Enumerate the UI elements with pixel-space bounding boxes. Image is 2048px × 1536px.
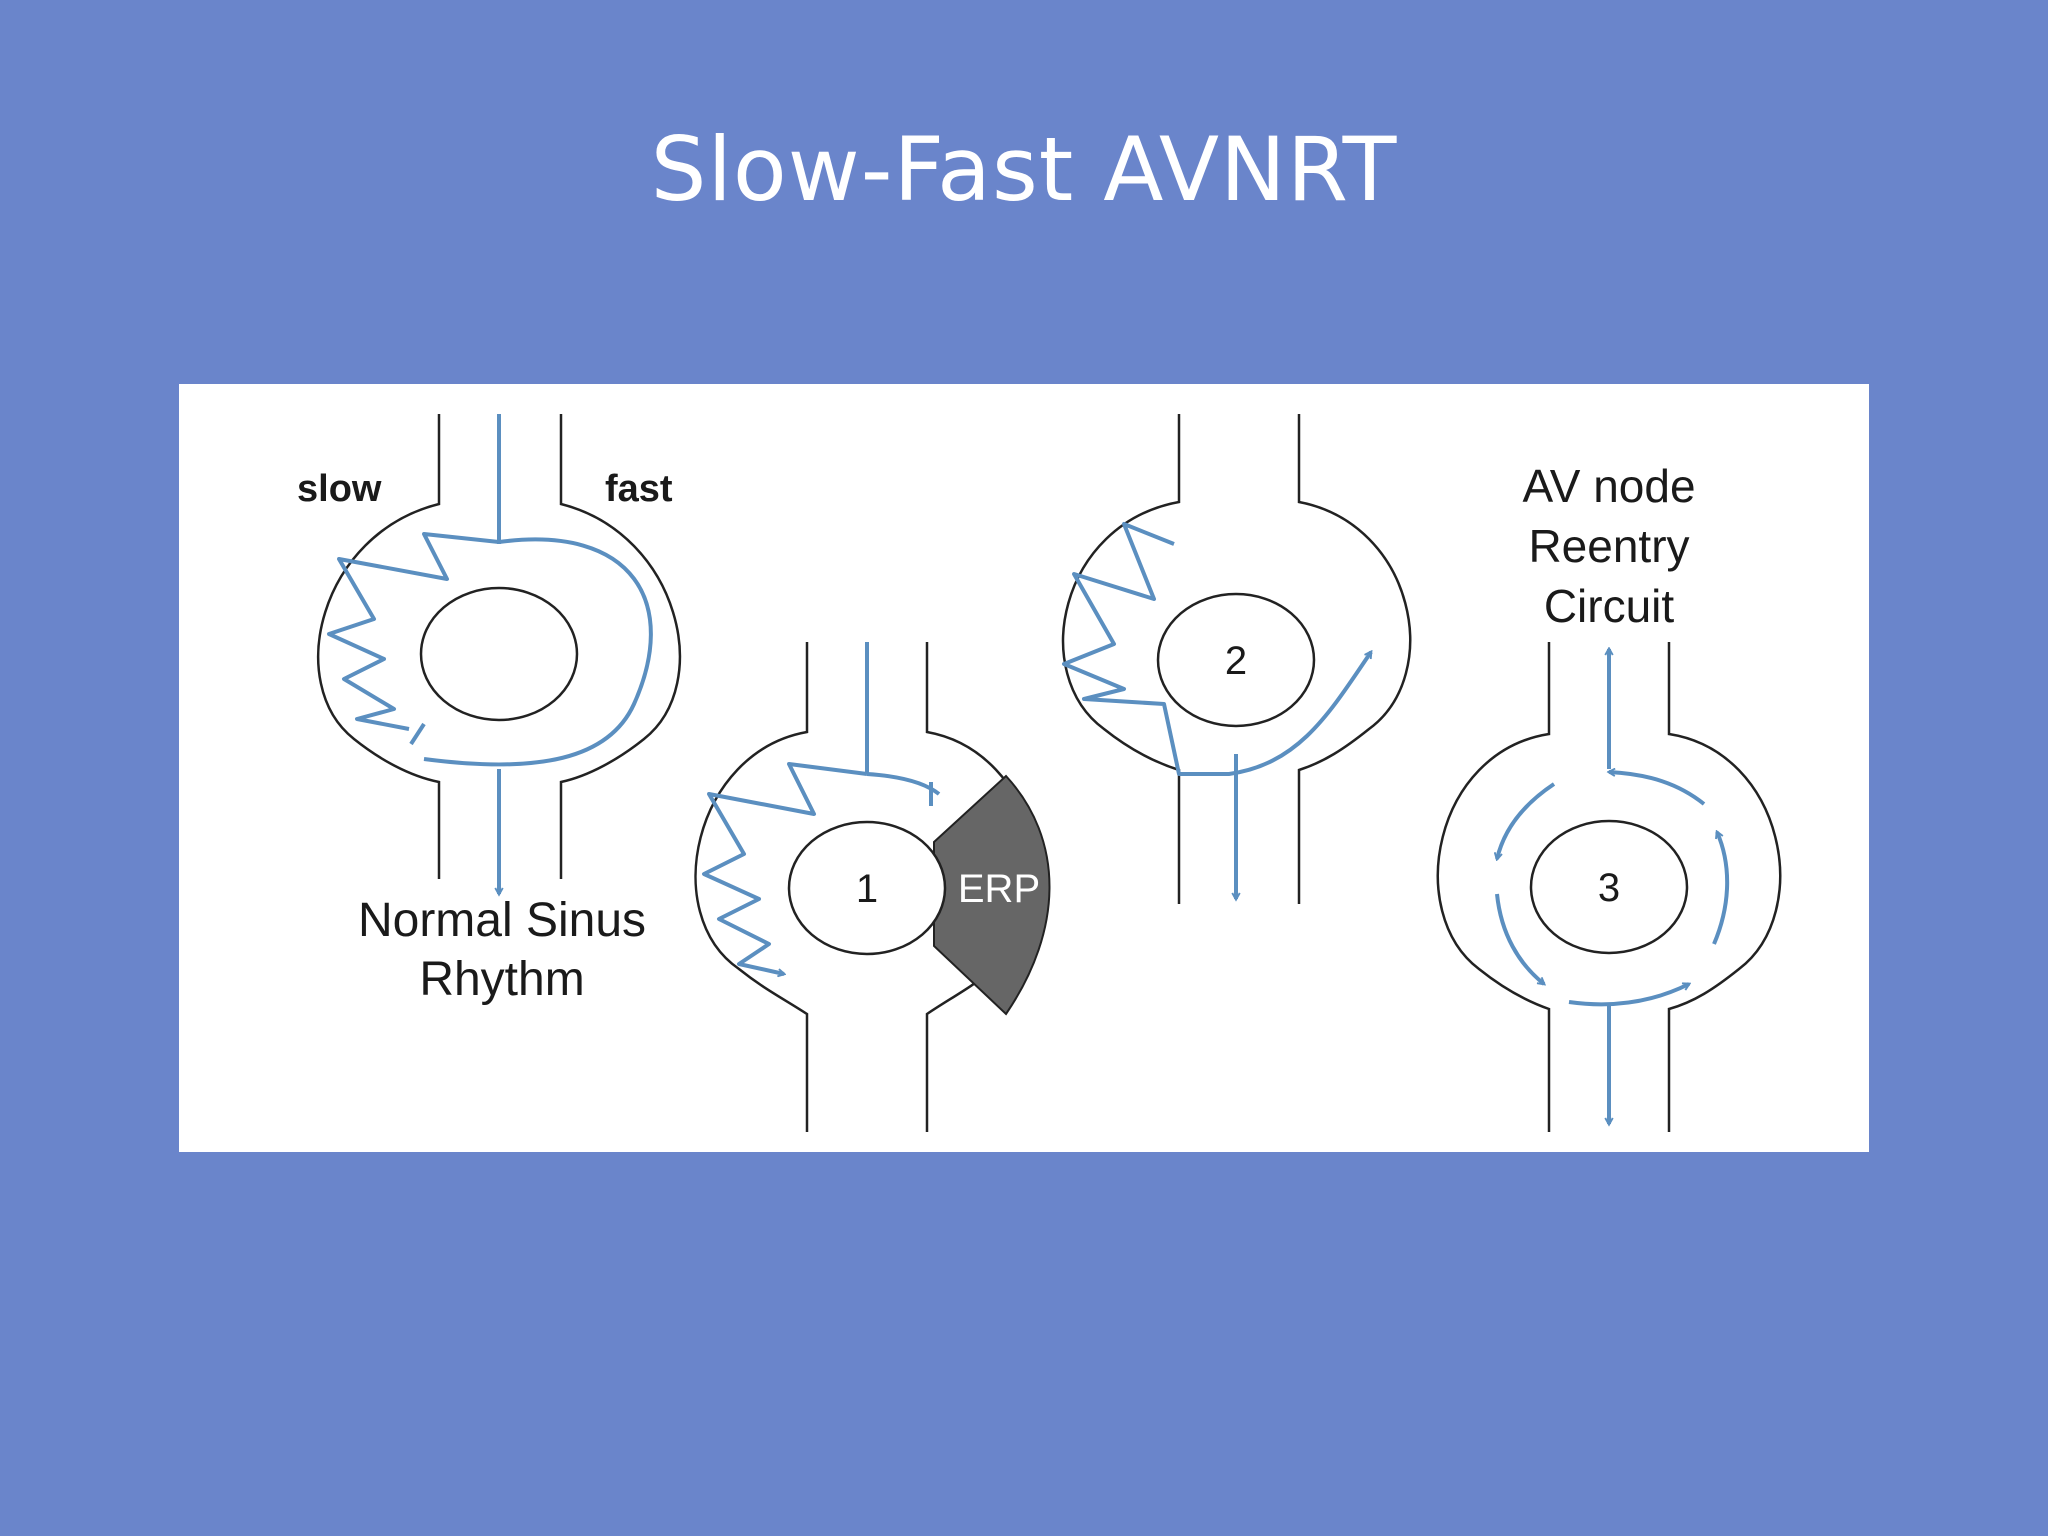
slow-pathway — [702, 762, 868, 974]
avnrt-diagram: slow fast Normal Sinus Rhythm 1 ERP — [297, 414, 1782, 1132]
erp-refractory-region — [933, 774, 1051, 1016]
circuit-arrow-lower-left — [1495, 893, 1544, 984]
slide-title: Slow-Fast AVNRT — [650, 118, 1398, 221]
fast-label: fast — [605, 468, 673, 510]
panel-3: 3 AV node Reentry Circuit — [1436, 460, 1782, 1132]
panel-3-number: 3 — [1598, 866, 1620, 910]
nsr-caption-line1: Normal Sinus — [358, 894, 646, 947]
panel-2: 2 — [1061, 414, 1412, 904]
fast-pathway — [423, 537, 653, 767]
circuit-arrow-top — [1609, 772, 1706, 806]
central-tissue-circle — [1156, 592, 1316, 728]
slow-label: slow — [297, 468, 382, 510]
central-tissue-circle — [787, 820, 947, 956]
circuit-arrow-right — [1712, 832, 1730, 945]
circuit-arrow-upper-left — [1497, 782, 1556, 859]
erp-label: ERP — [958, 867, 1040, 911]
circuit-arrow-bottom — [1568, 982, 1689, 1007]
node-outline — [1436, 642, 1782, 1132]
panel-normal-sinus-rhythm: slow fast Normal Sinus Rhythm — [297, 414, 682, 1006]
node-outline — [316, 414, 682, 879]
reentry-caption-line1: AV node — [1522, 460, 1695, 512]
slow-pathway — [1062, 522, 1373, 776]
slow-pathway — [327, 532, 500, 731]
slow-pathway-block — [409, 722, 426, 746]
central-tissue-circle — [1529, 819, 1689, 955]
panel-1-number: 1 — [856, 867, 878, 911]
nsr-caption-line2: Rhythm — [419, 953, 584, 1006]
node-outline — [1061, 414, 1412, 904]
fast-pathway-blocked — [866, 772, 941, 796]
central-tissue-circle — [419, 586, 579, 722]
avnrt-diagram-figure: slow fast Normal Sinus Rhythm 1 ERP — [179, 384, 1869, 1152]
reentry-caption-line3: Circuit — [1544, 580, 1675, 632]
panel-1: 1 ERP — [694, 642, 1051, 1132]
panel-2-number: 2 — [1225, 639, 1247, 683]
reentry-caption-line2: Reentry — [1528, 520, 1689, 572]
